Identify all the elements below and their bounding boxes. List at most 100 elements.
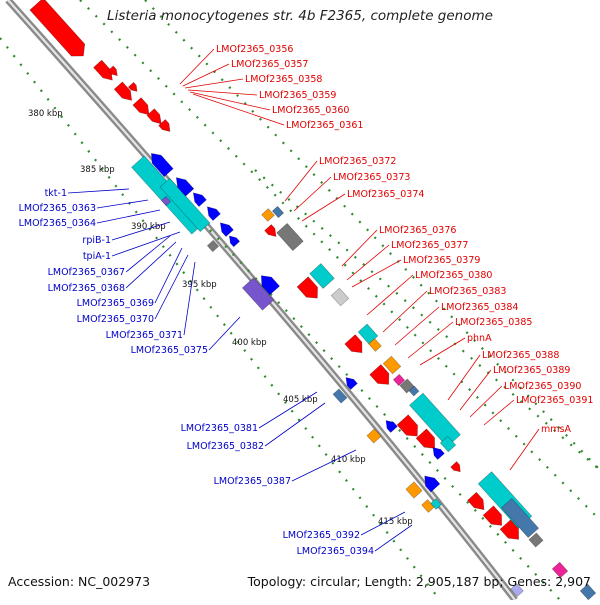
cds-forward-orange [382, 355, 402, 375]
forward-label-leader [301, 193, 346, 222]
cds-reverse-blue-shape [424, 475, 441, 493]
cds-forward-red-shape [369, 364, 390, 385]
forward-gene-label: LMOf2365_0361 [286, 120, 363, 131]
cds-forward-steel-shape [579, 583, 597, 601]
cds-forward-light-shape [330, 287, 350, 307]
reverse-gene-label: LMOf2365_0367 [48, 267, 125, 278]
cds-reverse-cyan-shape [430, 498, 442, 510]
reverse-label-leader [360, 511, 406, 536]
forward-gene-label: LMOf2365_0383 [429, 286, 506, 297]
reverse-label-leader [154, 247, 183, 304]
forward-gene-label: LMOf2365_0373 [333, 172, 410, 183]
cds-forward-grey-shape [528, 532, 544, 548]
forward-gene-label: LMOf2365_0357 [231, 59, 308, 70]
cds-reverse-cyan-shape [159, 177, 211, 233]
cds-forward-red [127, 81, 138, 92]
cds-forward-red-shape [450, 461, 461, 473]
ruler-label: 400 kbp [232, 338, 267, 348]
cds-forward-pink-shape [392, 373, 406, 387]
reverse-label-leader [67, 188, 130, 194]
cds-forward-steel-shape [500, 498, 540, 538]
forward-gene-label: LMOf2365_0380 [415, 270, 492, 281]
accession-text: Accession: NC_002973 [8, 574, 151, 589]
cds-forward-red-shape [344, 334, 363, 354]
reverse-gene-label: LMOf2365_0382 [187, 441, 264, 452]
cds-forward-red [29, 0, 86, 57]
forward-gene-label: LMOf2365_0356 [216, 44, 293, 55]
cds-reverse-orange-shape [366, 428, 382, 444]
cds-forward-grey [276, 222, 304, 252]
cds-forward-grey-shape [276, 222, 304, 252]
cds-forward-orange-shape [382, 355, 402, 375]
ruler-label: 380 kbp [28, 109, 63, 119]
cds-forward-red-shape [29, 0, 86, 57]
cds-reverse-purple-shape [161, 195, 171, 207]
forward-gene-label: LMOf2365_0358 [245, 74, 322, 85]
reverse-label-leader [154, 254, 189, 320]
reverse-gene-label: LMOf2365_0392 [283, 530, 360, 541]
cds-reverse-blue-shape [206, 206, 221, 221]
cds-forward-steel [500, 498, 540, 538]
forward-gene-label: LMOf2365_0377 [391, 240, 468, 251]
reverse-label-leader [111, 231, 181, 257]
cds-reverse-blue-shape [150, 152, 174, 178]
cds-forward-red [93, 59, 113, 81]
cds-reverse-orange [366, 428, 382, 444]
cds-forward-cyan-shape [409, 392, 461, 448]
cds-reverse-steel-shape [332, 388, 348, 404]
cds-forward-red-shape [93, 59, 113, 81]
forward-gene-label: LMOf2365_0372 [319, 156, 396, 167]
cds-forward-orange-shape [261, 208, 275, 222]
cds-forward-steel [271, 205, 285, 219]
cds-forward-red [296, 276, 318, 299]
forward-gene-label: LMOf2365_0391 [516, 395, 593, 406]
forward-gene-label: LMOf2365_0388 [482, 350, 559, 361]
reverse-gene-label: LMOf2365_0370 [77, 314, 154, 325]
cds-forward-pink [551, 561, 569, 579]
backbone-core [7, 0, 516, 601]
cds-reverse-blue-shape [432, 447, 445, 460]
reverse-label-leader [96, 199, 149, 209]
forward-label-leader [459, 369, 492, 411]
cds-forward-red [107, 65, 118, 77]
cds-reverse-blue-shape [192, 192, 207, 207]
cds-forward-pink-shape [551, 561, 569, 579]
cds-forward-light [330, 287, 350, 307]
forward-gene-label: LMOf2365_0384 [441, 302, 518, 313]
cds-reverse-purple [161, 195, 171, 207]
ruler-label: 405 kbp [283, 395, 318, 405]
cds-reverse-blue-shape [260, 275, 280, 296]
cds-forward-pink [392, 373, 406, 387]
forward-label-leader [189, 91, 271, 111]
cds-forward-red [415, 428, 435, 449]
tick-guide-line [79, 0, 600, 521]
forward-label-leader [179, 48, 215, 85]
reverse-label-leader [264, 402, 326, 447]
cds-forward-red [482, 505, 502, 526]
cds-forward-red-shape [296, 276, 318, 299]
forward-gene-label: LMOf2365_0360 [272, 105, 349, 116]
cds-reverse-grey [206, 239, 220, 253]
cds-reverse-blue [345, 377, 358, 390]
cds-forward-cyan [409, 392, 461, 448]
forward-label-leader [469, 385, 503, 418]
forward-gene-label: LMOf2365_0389 [493, 365, 570, 376]
reverse-gene-label: LMOf2365_0387 [214, 476, 291, 487]
genome-summary-text: Topology: circular; Length: 2,905,187 bp… [247, 574, 591, 589]
reverse-label-leader [183, 261, 196, 336]
cds-reverse-blue-shape [175, 177, 195, 197]
cds-forward-red-shape [127, 81, 138, 92]
cds-reverse-light [510, 583, 524, 597]
cds-forward-red-shape [132, 97, 150, 116]
cds-forward-red [499, 519, 519, 540]
forward-label-leader [192, 93, 285, 126]
cds-forward-grey [528, 532, 544, 548]
cds-reverse-orange [405, 481, 423, 499]
cds-forward-steel [408, 385, 420, 397]
ruler-label: 415 kbp [378, 517, 413, 527]
reverse-label-leader [374, 524, 413, 552]
forward-label-leader [346, 244, 390, 281]
map-title: Listeria monocytogenes str. 4b F2365, co… [107, 8, 493, 24]
forward-label-leader [182, 63, 230, 87]
